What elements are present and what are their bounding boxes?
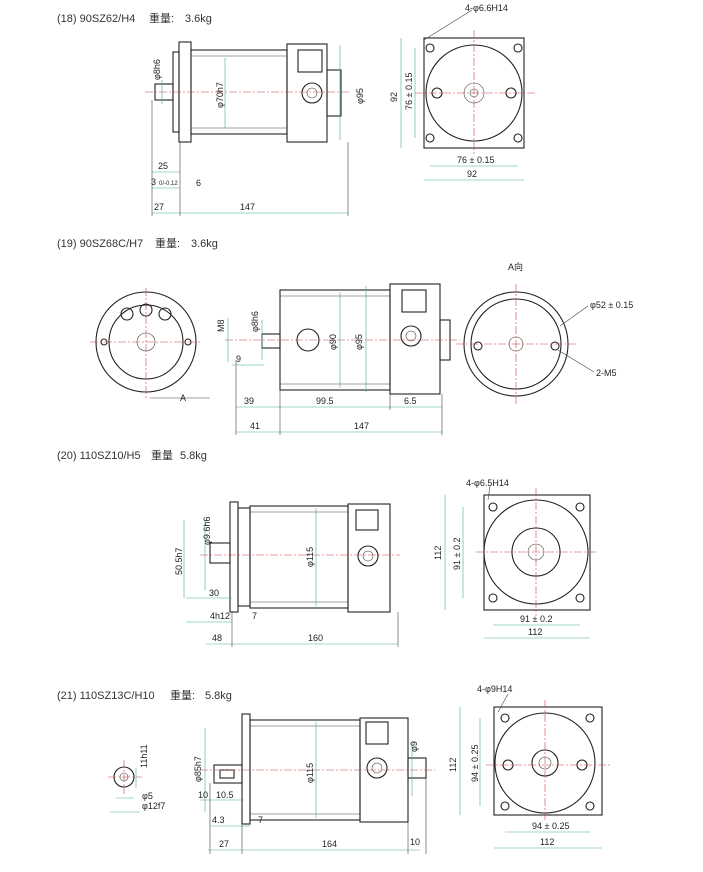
dim-20-shaft-dia: φ9.6h6: [202, 517, 212, 545]
dim-21-d9: φ9: [409, 741, 419, 752]
section-20-weight-label: 重量: [151, 448, 173, 462]
dim-21-v-span: 94 ± 0.25: [470, 745, 480, 782]
dim-18-d27: 27: [154, 202, 164, 212]
dim-21-v-total: 112: [448, 758, 458, 772]
section-19-side-view: M8 φ8h6 9 φ90 φ95 39 99.5 6.5 41 147: [216, 283, 460, 435]
dim-19-view-title: A向: [508, 261, 523, 272]
section-21-title: (21) 110SZ13C/H10: [57, 690, 155, 702]
dim-20-d4: 4h12: [210, 611, 230, 621]
dim-19-d9: 9: [236, 354, 241, 364]
dim-20-d48: 48: [212, 633, 222, 643]
dim-18-d25: 25: [158, 161, 168, 171]
dim-21-d27: 27: [219, 839, 229, 849]
section-18: (18) 90SZ62/H4 重量: 3.6kg φ8h6: [57, 3, 536, 216]
section-18-title: (18) 90SZ62/H4: [57, 13, 135, 25]
section-18-weight-label: 重量:: [149, 11, 174, 25]
dim-21-d105: 10.5: [216, 790, 234, 800]
dim-21-d10: 10: [198, 790, 208, 800]
dim-21-holes: 4-φ9H14: [477, 684, 512, 694]
dim-21-d164: 164: [322, 839, 337, 849]
dim-21-d5: φ5: [142, 791, 153, 801]
dim-19-d39: 39: [244, 396, 254, 406]
dim-21-spigot: φ85h7: [193, 756, 203, 782]
dim-18-tol3: 0/-0.12: [159, 181, 178, 187]
dim-18-spigot: φ70h7: [215, 82, 225, 108]
dim-20-v-total: 112: [433, 546, 443, 560]
section-18-end-view: 4-φ6.6H14 76 ± 0.15 92 76 ± 0.15 92: [389, 3, 536, 181]
dim-21-d12: φ12f7: [142, 801, 165, 811]
dim-18-h-span: 76 ± 0.15: [457, 155, 494, 165]
dim-20-v-span: 91 ± 0.2: [452, 538, 462, 570]
dim-21-d7: 7: [258, 815, 263, 825]
dim-18-h-total: 92: [467, 169, 477, 179]
dim-18-body-dia: φ95: [355, 88, 365, 104]
section-21-weight-label: 重量:: [170, 688, 195, 702]
dim-20-body-dia: φ115: [305, 547, 315, 567]
dim-19-threads: 2-M5: [596, 368, 617, 378]
dim-18-holes: 4-φ6.6H14: [465, 3, 508, 13]
dim-18-d147: 147: [240, 202, 255, 212]
dim-19-d41: 41: [250, 421, 260, 431]
dim-21-body-dia: φ115: [305, 763, 315, 783]
dim-19-shaft-dia: φ8h6: [250, 311, 260, 332]
dim-19-bolt-circle: φ52 ± 0.15: [590, 300, 633, 310]
dim-19-m8: M8: [216, 319, 226, 332]
section-19-weight-label: 重量:: [155, 236, 180, 250]
dim-19-d995: 99.5: [316, 396, 334, 406]
dim-18-v-total: 92: [389, 92, 399, 102]
dim-20-d7: 7: [252, 611, 257, 621]
section-20: (20) 110SZ10/H5 重量 5.8kg φ9.6h6 50.5h7: [57, 448, 598, 647]
dim-19-d147: 147: [354, 421, 369, 431]
section-18-weight: 3.6kg: [185, 13, 212, 25]
section-19-weight: 3.6kg: [191, 238, 218, 250]
section-20-end-view: 4-φ6.5H14 91 ± 0.2 112 91 ± 0.2 112: [433, 478, 598, 639]
section-20-title: (20) 110SZ10/H5: [57, 450, 141, 462]
dim-20-spigot: 50.5h7: [174, 547, 184, 575]
section-21: (21) 110SZ13C/H10 重量: 5.8kg 11h11 φ5 φ12…: [57, 684, 610, 854]
dim-20-h-span: 91 ± 0.2: [520, 614, 552, 624]
section-20-side-view: φ9.6h6 50.5h7 φ115 30 4h12 7 48 160: [174, 501, 400, 647]
section-19-title: (19) 90SZ68C/H7: [57, 238, 143, 250]
dim-20-h-total: 112: [528, 627, 542, 637]
dim-20-d160: 160: [308, 633, 323, 643]
section-19-rear-view: A: [90, 288, 210, 403]
section-21-end-view: 4-φ9H14 94 ± 0.25 112 94 ± 0.25 112: [448, 684, 610, 849]
section-21-side-view: φ85h7 φ115 φ9 10 10.5 4.3 7 27 164 10: [193, 713, 435, 854]
dim-19-body-dia: φ95: [354, 334, 364, 350]
dim-21-d10b: 10: [410, 837, 420, 847]
dim-18-d6: 6: [196, 178, 201, 188]
dim-21-h-span: 94 ± 0.25: [532, 821, 569, 831]
dim-21-h-total: 112: [540, 837, 554, 847]
section-20-weight: 5.8kg: [180, 450, 207, 462]
dim-19-d65: 6.5: [404, 396, 417, 406]
section-19: (19) 90SZ68C/H7 重量: 3.6kg A: [57, 236, 633, 435]
section-19-end-view: A向 φ52 ± 0.15 2-M5: [456, 261, 633, 404]
dim-20-holes: 4-φ6.5H14: [466, 478, 509, 488]
dim-18-v-span: 76 ± 0.15: [404, 73, 414, 110]
section-21-shaft-section: 11h11 φ5 φ12f7: [108, 744, 165, 813]
section-18-side-view: φ8h6 φ70h7 φ95 25 3 0/-0.12 6 27 147: [145, 41, 365, 216]
view-a-label: A: [180, 393, 186, 403]
dim-18-d3: 3: [151, 177, 156, 187]
dim-21-d43: 4.3: [212, 815, 225, 825]
section-21-weight: 5.8kg: [205, 690, 232, 702]
dim-18-shaft-dia: φ8h6: [152, 59, 162, 80]
dim-21-key: 11h11: [139, 744, 149, 768]
dim-19-body-inner: φ90: [328, 334, 338, 350]
dim-20-d30: 30: [209, 588, 219, 598]
